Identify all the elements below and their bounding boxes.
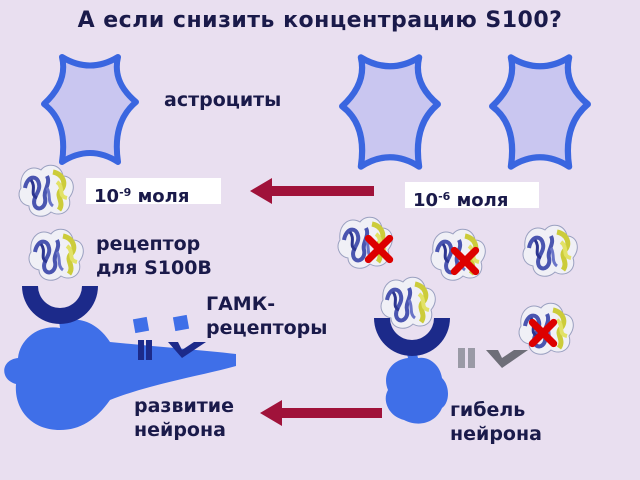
astrocyte-icon xyxy=(489,54,591,170)
receptor-label-line1: рецептор xyxy=(96,233,201,255)
astrocyte-icon xyxy=(41,54,139,165)
receptor-icon xyxy=(22,286,98,324)
receptor-label-line2: для S100B xyxy=(96,257,212,279)
gaba-receptor-icon xyxy=(458,348,528,368)
death-label-line1: гибель xyxy=(450,399,526,421)
development-label: развитие нейрона xyxy=(134,394,234,442)
astrocytes-label: астроциты xyxy=(164,89,282,111)
s100-protein-icon xyxy=(520,218,582,280)
gaba-receptor-icon xyxy=(132,314,206,360)
conc-high-exp: -6 xyxy=(438,190,451,203)
cross-icon xyxy=(366,236,392,262)
gaba-label-line1: ГАМК- xyxy=(206,293,276,315)
cross-icon xyxy=(530,320,556,346)
conc-low-exp: -9 xyxy=(119,186,132,199)
neuron-icon xyxy=(374,318,450,424)
s100-protein-icon xyxy=(12,158,82,220)
astrocyte-icon xyxy=(339,54,441,170)
gaba-label-line2: рецепторы xyxy=(206,317,328,339)
neuron-icon xyxy=(4,286,236,430)
arrow-left-icon xyxy=(250,178,374,204)
concentration-high-box: 10-6 моля xyxy=(405,182,539,211)
gaba-receptors-label: ГАМК- рецепторы xyxy=(206,292,327,340)
receptor-label: рецептор для S100B xyxy=(96,232,212,280)
concentration-low-box: 10-9 моля xyxy=(86,178,221,207)
page-title: А если снизить концентрацию S100? xyxy=(77,8,563,33)
conc-low-base: 10 xyxy=(94,186,120,207)
s100-protein-icon xyxy=(22,222,92,284)
development-label-line1: развитие xyxy=(134,395,235,417)
arrow-left-icon xyxy=(260,400,382,426)
receptor-icon xyxy=(374,318,450,356)
development-label-line2: нейрона xyxy=(134,419,226,441)
conc-high-unit: моля xyxy=(456,190,509,211)
conc-low-unit: моля xyxy=(137,186,190,207)
conc-high-base: 10 xyxy=(413,190,439,211)
death-label: гибель нейрона xyxy=(450,398,542,446)
death-label-line2: нейрона xyxy=(450,423,542,445)
cross-icon xyxy=(452,248,478,274)
